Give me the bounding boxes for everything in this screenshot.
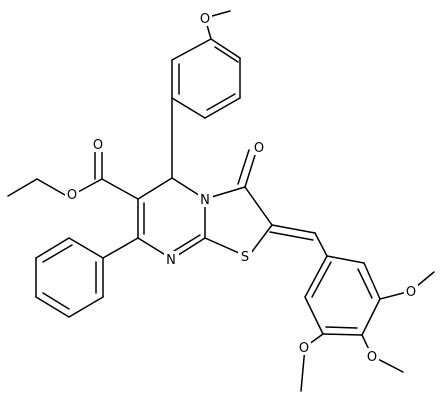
atom-oxygen: O (365, 348, 379, 365)
bond (322, 333, 363, 336)
bond (357, 268, 373, 299)
atom-oxygen: O (65, 186, 79, 203)
bond (42, 244, 73, 263)
bond (244, 186, 273, 226)
atom-label: O (367, 350, 377, 365)
bond (244, 151, 257, 188)
atom-oxygen: O (91, 136, 105, 153)
atom-label: O (67, 188, 77, 203)
atom-label: O (299, 341, 309, 356)
atom-label: O (200, 12, 210, 27)
bond (42, 292, 70, 310)
atom-nitrogen: N (198, 191, 213, 208)
atom-label: N (200, 193, 210, 208)
bond (325, 326, 358, 329)
bond (204, 97, 241, 119)
bond (68, 237, 104, 259)
bond (36, 178, 66, 196)
bond (77, 178, 103, 193)
bond (171, 38, 212, 61)
atom-label: O (93, 138, 103, 153)
bond (326, 255, 365, 264)
bond (102, 237, 139, 259)
bond (214, 46, 239, 63)
bond (173, 234, 201, 252)
bond (361, 298, 381, 336)
bond (35, 237, 70, 259)
bond (7, 178, 38, 197)
atom-oxygen: O (297, 339, 311, 356)
bond (311, 261, 332, 298)
bond (101, 178, 139, 200)
atom-label: N (166, 253, 176, 268)
bond (210, 38, 241, 59)
atom-label: S (241, 250, 249, 265)
bond (363, 262, 381, 300)
bond (68, 296, 104, 318)
atom-oxygen: O (404, 283, 418, 300)
atom-sulfur: S (238, 248, 252, 265)
atom-oxygen: O (198, 10, 212, 27)
atom-nitrogen: N (164, 251, 179, 268)
bond (314, 232, 328, 257)
bond (35, 296, 70, 318)
atom-oxygen: O (252, 139, 266, 156)
bond (237, 149, 250, 185)
bond (304, 255, 328, 298)
bond (269, 231, 314, 241)
bond (271, 224, 316, 234)
atom-label: O (406, 285, 416, 300)
atom-labels: O O O O N N S O (65, 10, 418, 365)
bond (206, 93, 236, 111)
atom-label: O (254, 141, 264, 156)
bond (171, 97, 206, 119)
bond (304, 296, 324, 335)
bond (137, 177, 173, 200)
